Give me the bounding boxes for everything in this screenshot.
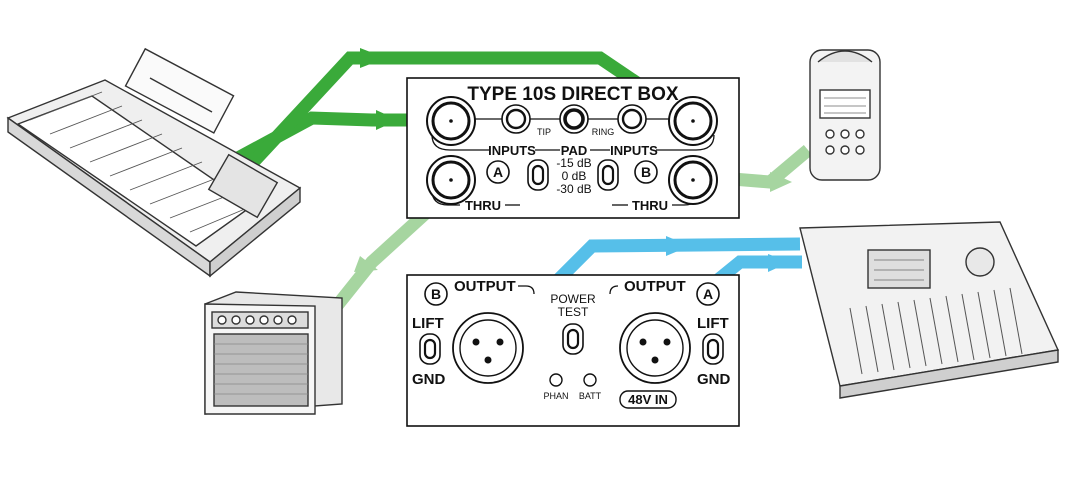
svg-text:A: A: [703, 286, 713, 302]
recorder-icon: [809, 49, 881, 181]
input-jack-b-right[interactable]: [668, 96, 718, 146]
thru-left-label: THRU: [465, 198, 501, 213]
tip-label: TIP: [537, 127, 551, 137]
amplifier-icon: [204, 291, 343, 415]
mixer-faders: [849, 287, 1023, 375]
direct-box-input-panel: TYPE 10S DIRECT BOX: [406, 77, 740, 219]
arrowhead-amp: [354, 256, 378, 272]
input-jack-a-left[interactable]: [426, 96, 476, 146]
center-input-jack[interactable]: [559, 104, 589, 134]
xlr-output-b[interactable]: [452, 312, 524, 384]
thru-right-label: THRU: [632, 198, 668, 213]
amp-grille: [213, 333, 309, 407]
test-label: TEST: [558, 305, 589, 319]
lift-right-label: LIFT: [697, 315, 729, 332]
pad-switch-b[interactable]: [597, 159, 619, 191]
thru-jack-a[interactable]: [426, 155, 476, 205]
direct-box-output-panel: B OUTPUT LIFT GND POWER TEST PHAN BATT O…: [406, 274, 740, 427]
pad-switch-a[interactable]: [527, 159, 549, 191]
arrowhead-top-green: [360, 48, 386, 68]
amp-knobs: [217, 315, 297, 325]
batt-led: [583, 373, 597, 387]
pad-value-3: -30 dB: [556, 182, 591, 196]
gnd-left-label: GND: [412, 371, 446, 388]
thru-jack-b[interactable]: [668, 155, 718, 205]
pad-value-2: 0 dB: [562, 169, 587, 183]
phantom-badge: 48V IN: [619, 390, 677, 409]
power-test-switch[interactable]: [562, 323, 584, 355]
tip-jack[interactable]: [501, 104, 531, 134]
arrowhead-mixer-1: [666, 236, 690, 256]
channel-a-badge: A: [486, 160, 510, 184]
arrowhead-input-a: [376, 110, 398, 130]
lift-left-label: LIFT: [412, 315, 444, 332]
output-left-label: OUTPUT: [454, 278, 516, 295]
gnd-right-label: GND: [697, 371, 731, 388]
phan-led: [549, 373, 563, 387]
svg-text:48V IN: 48V IN: [628, 392, 668, 407]
cable-thru-a-to-amplifier: [326, 197, 443, 317]
svg-text:A: A: [493, 164, 503, 180]
arrowhead-recorder: [770, 172, 792, 192]
pad-label: PAD: [561, 143, 587, 158]
keyboard-icon: [6, 47, 302, 278]
svg-text:B: B: [641, 164, 651, 180]
mixer-icon: [799, 221, 1060, 399]
output-a-badge: A: [696, 282, 720, 306]
pad-value-1: -15 dB: [556, 156, 591, 170]
svg-text:B: B: [431, 286, 441, 302]
inputs-right-label: INPUTS: [610, 143, 658, 158]
channel-b-badge: B: [634, 160, 658, 184]
output-b-badge: B: [424, 282, 448, 306]
xlr-output-a[interactable]: [619, 312, 691, 384]
panel-title: TYPE 10S DIRECT BOX: [467, 84, 678, 105]
phan-label: PHAN: [543, 391, 568, 401]
batt-label: BATT: [579, 391, 602, 401]
ring-jack[interactable]: [617, 104, 647, 134]
ring-label: RING: [592, 127, 615, 137]
power-label: POWER: [550, 292, 596, 306]
inputs-left-label: INPUTS: [488, 143, 536, 158]
arrowhead-mixer-2: [768, 254, 790, 272]
keyboard-keys: [29, 91, 253, 233]
ground-lift-switch-a[interactable]: [702, 333, 724, 365]
ground-lift-switch-b[interactable]: [419, 333, 441, 365]
output-right-label: OUTPUT: [624, 278, 686, 295]
